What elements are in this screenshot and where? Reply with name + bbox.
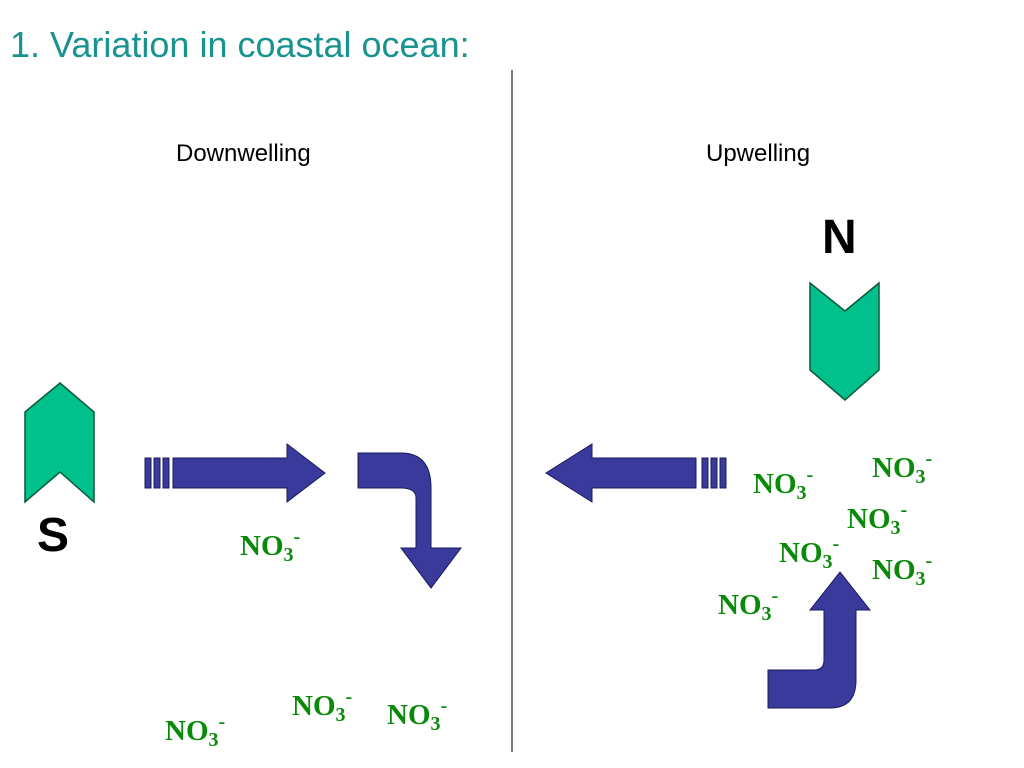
- downwelling-bent-arrow: [357, 452, 462, 589]
- nitrate-label: NO3-: [753, 464, 814, 504]
- upwelling-bent-arrow: [767, 571, 872, 709]
- nitrate-label: NO3-: [872, 448, 933, 488]
- slide-title: 1. Variation in coastal ocean:: [10, 24, 470, 65]
- south-wind-chevron: [24, 382, 95, 504]
- nitrate-label: NO3-: [847, 499, 908, 539]
- nitrate-label: NO3-: [240, 526, 301, 566]
- south-label: S: [37, 509, 70, 562]
- north-wind-chevron: [809, 281, 880, 401]
- downwelling-label: Downwelling: [176, 140, 311, 167]
- nitrate-label: NO3-: [718, 585, 779, 625]
- nitrate-label: NO3-: [779, 533, 840, 573]
- north-label: N: [822, 211, 857, 264]
- onshore-current-arrow: [144, 442, 326, 504]
- panel-divider: [511, 70, 513, 752]
- nitrate-label: NO3-: [387, 695, 448, 735]
- nitrate-label: NO3-: [872, 550, 933, 590]
- nitrate-label: NO3-: [165, 711, 226, 751]
- offshore-current-arrow: [545, 443, 727, 503]
- nitrate-label: NO3-: [292, 686, 353, 726]
- upwelling-label: Upwelling: [706, 140, 811, 167]
